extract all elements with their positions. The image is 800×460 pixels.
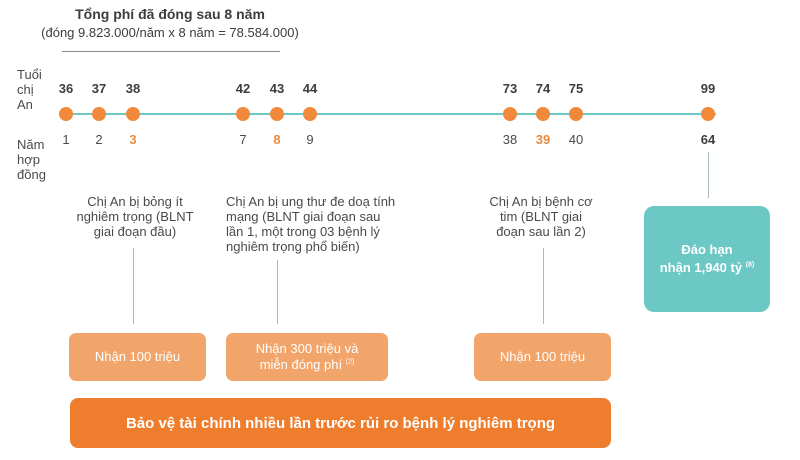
event-text-line: nghiêm trọng phổ biến) [226, 239, 360, 254]
timeline-dot [270, 107, 284, 121]
age-row-label: Tuổi chị An [17, 67, 42, 112]
age-label: 38 [125, 81, 141, 96]
timeline-dot [303, 107, 317, 121]
age-label: 74 [535, 81, 551, 96]
timeline-dot [236, 107, 250, 121]
year-label: 1 [62, 132, 70, 147]
year-label-highlight: 39 [535, 132, 551, 147]
premium-title: Tổng phí đã đóng sau 8 năm [75, 6, 265, 22]
event-description: Chị An bị bệnh cơ tim (BLNT giai đoạn sa… [478, 194, 604, 239]
timeline-dot [126, 107, 140, 121]
maturity-box: Đáo hạn nhận 1,940 tỷ (8) [644, 206, 770, 312]
year-label-maturity: 64 [700, 132, 716, 147]
footnote-marker: (2) [345, 358, 355, 366]
event-description: Chị An bị ung thư đe doạ tính mạng (BLNT… [226, 194, 418, 254]
age-label: 44 [302, 81, 318, 96]
payout-text: Nhận 300 triệu và [255, 341, 359, 356]
age-label: 43 [269, 81, 285, 96]
event-connector [543, 248, 544, 324]
age-label: 75 [568, 81, 584, 96]
event-description: Chị An bị bỏng ít nghiêm trọng (BLNT gia… [73, 194, 197, 239]
year-label: 38 [502, 132, 518, 147]
payout-text: miễn đóng phí [259, 357, 343, 372]
payout-text: Nhận 100 triệu [94, 349, 181, 364]
event-text-line: nghiêm trọng (BLNT [76, 209, 194, 224]
age-label: 99 [700, 81, 716, 96]
year-label: 2 [95, 132, 103, 147]
timeline-dot [59, 107, 73, 121]
event-connector [277, 260, 278, 324]
age-row-label-line: chị [17, 82, 34, 97]
payout-box: Nhận 100 triệu [69, 333, 206, 381]
timeline-dot [503, 107, 517, 121]
age-label: 36 [58, 81, 74, 96]
event-text-line: mạng (BLNT giai đoạn sau [226, 209, 381, 224]
timeline-dot [536, 107, 550, 121]
age-label: 37 [91, 81, 107, 96]
age-label: 42 [235, 81, 251, 96]
age-row-label-line: An [17, 97, 33, 112]
event-text-line: Chị An bị bệnh cơ [489, 194, 593, 209]
timeline-line [62, 113, 716, 115]
year-row-label: Năm hợp đồng [17, 137, 46, 182]
protection-banner: Bảo vệ tài chính nhiều lần trước rủi ro … [70, 398, 611, 448]
event-text-line: giai đoạn đầu) [93, 224, 177, 239]
event-text-line: lần 1, một trong 03 bệnh lý [226, 224, 380, 239]
year-label: 40 [568, 132, 584, 147]
event-connector [133, 248, 134, 324]
timeline-dot [569, 107, 583, 121]
year-row-label-line: Năm [17, 137, 45, 152]
payout-box: Nhận 100 triệu [474, 333, 611, 381]
payout-text: Nhận 100 triệu [499, 349, 586, 364]
year-row-label-line: hợp [17, 152, 40, 167]
subtitle-underline [62, 51, 280, 52]
year-row-label-line: đồng [17, 167, 46, 182]
maturity-text: Đáo hạn [681, 242, 733, 257]
timeline-dot [701, 107, 715, 121]
payout-box: Nhận 300 triệu và miễn đóng phí (2) [226, 333, 388, 381]
year-label-highlight: 3 [129, 132, 137, 147]
event-text-line: Chị An bị ung thư đe doạ tính [226, 194, 396, 209]
footnote-marker: (8) [745, 261, 755, 269]
event-text-line: Chị An bị bỏng ít [87, 194, 183, 209]
banner-text: Bảo vệ tài chính nhiều lần trước rủi ro … [125, 414, 556, 432]
year-label: 9 [306, 132, 314, 147]
event-text-line: tim (BLNT giai [499, 209, 583, 224]
maturity-connector [708, 152, 709, 198]
timeline-dot [92, 107, 106, 121]
event-text-line: đoạn sau lần 2) [496, 224, 586, 239]
maturity-text: nhận 1,940 tỷ [659, 260, 743, 275]
age-label: 73 [502, 81, 518, 96]
age-row-label-line: Tuổi [17, 67, 42, 82]
year-label: 7 [239, 132, 247, 147]
year-label-highlight: 8 [273, 132, 281, 147]
premium-subtitle: (đóng 9.823.000/năm x 8 năm = 78.584.000… [41, 25, 299, 40]
